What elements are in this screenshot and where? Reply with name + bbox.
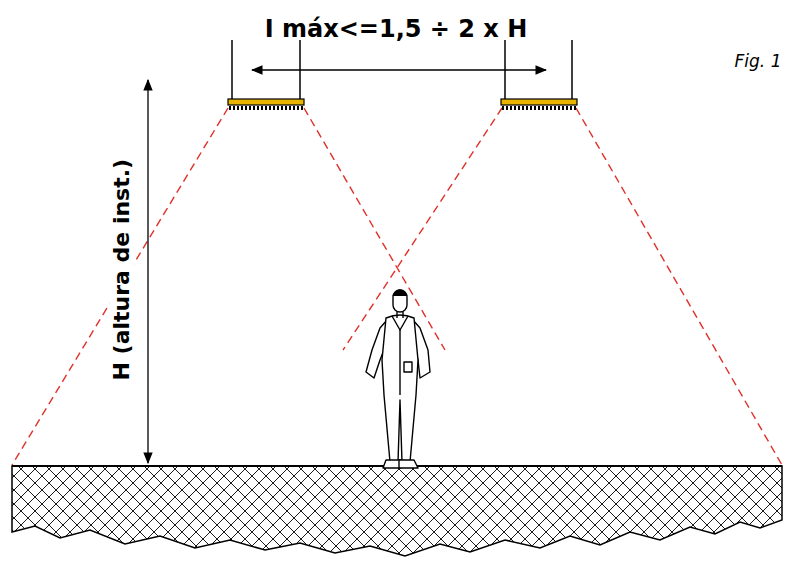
spacing-dimension: I máx<=1,5 ÷ 2 x H xyxy=(265,16,528,44)
dimension-arrow xyxy=(147,80,148,463)
light-beams xyxy=(12,108,782,465)
height-dimension: H (altura de inst.) xyxy=(109,156,134,384)
luminaire xyxy=(501,40,577,108)
figure-number: Fig. 1 xyxy=(735,52,782,72)
ground xyxy=(12,466,782,556)
person xyxy=(366,290,430,468)
dimension-arrow xyxy=(252,69,546,70)
luminaire xyxy=(228,40,304,108)
